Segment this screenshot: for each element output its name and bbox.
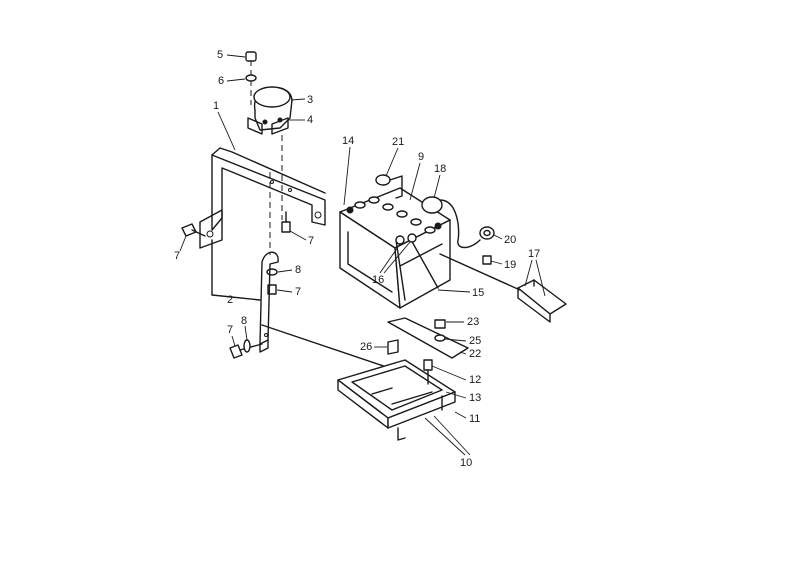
clamp-assembly — [245, 51, 293, 255]
negative-terminal — [375, 174, 403, 199]
label-2: 2 — [227, 294, 233, 306]
label-7-lower: 7 — [227, 324, 233, 336]
label-6: 6 — [218, 75, 224, 87]
terminal-and-nut — [479, 226, 495, 265]
label-26: 26 — [360, 341, 372, 353]
label-15: 15 — [472, 287, 484, 299]
label-8-lower: 8 — [241, 315, 247, 327]
hold-down-rods — [395, 233, 439, 301]
label-7-middle: 7 — [295, 286, 301, 298]
label-7-right: 7 — [308, 235, 314, 247]
label-18: 18 — [434, 163, 446, 175]
lower-left-bolt — [229, 339, 263, 359]
label-12: 12 — [469, 374, 481, 386]
cable-cover — [439, 253, 567, 323]
label-1: 1 — [213, 100, 219, 112]
label-14: 14 — [342, 135, 354, 147]
label-16: 16 — [372, 274, 384, 286]
battery-tray — [337, 359, 456, 441]
label-10: 10 — [460, 457, 472, 469]
spacer-plate — [387, 317, 469, 359]
main-bracket — [199, 147, 326, 249]
part-labels: 5 6 1 3 4 7 7 8 7 2 8 7 14 21 9 18 16 15 — [174, 49, 546, 469]
label-3: 3 — [307, 94, 313, 106]
label-25: 25 — [469, 335, 481, 347]
bracket-fasteners — [181, 211, 291, 295]
label-17: 17 — [528, 248, 540, 260]
terminal-boot — [421, 196, 481, 249]
label-23: 23 — [467, 316, 479, 328]
label-9: 9 — [418, 151, 424, 163]
label-19: 19 — [504, 259, 516, 271]
label-11: 11 — [469, 413, 480, 425]
label-7-left: 7 — [174, 250, 180, 262]
label-8-upper: 8 — [295, 264, 301, 276]
label-13: 13 — [469, 392, 481, 404]
label-20: 20 — [504, 234, 516, 246]
label-5: 5 — [217, 49, 223, 61]
label-22: 22 — [469, 348, 481, 360]
rubber-pad — [387, 339, 399, 355]
label-4: 4 — [307, 114, 313, 126]
label-21: 21 — [392, 136, 404, 148]
